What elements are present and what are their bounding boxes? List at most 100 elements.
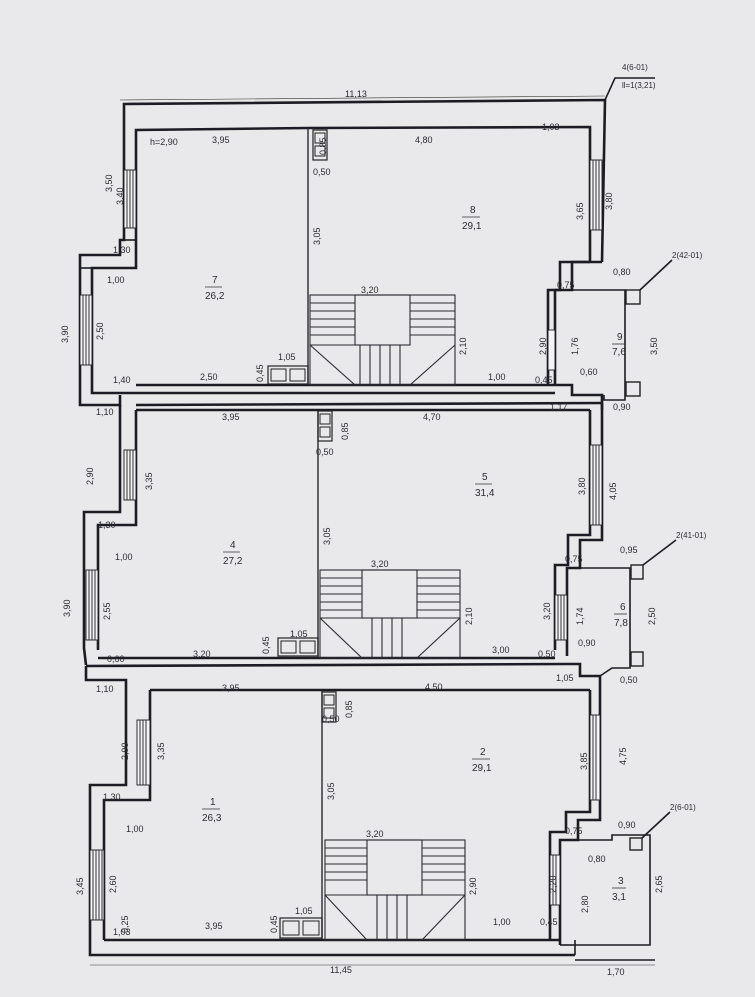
dimension-label: 0,50 bbox=[322, 714, 340, 724]
dimension-label: 3,95 bbox=[205, 921, 223, 931]
dimension-label: 1,00 bbox=[493, 917, 511, 927]
dimension-label: 3,95 bbox=[212, 135, 230, 145]
dimension-label: 1,30 bbox=[98, 520, 116, 530]
staircases bbox=[309, 294, 466, 941]
dimension-label: 3,20 bbox=[542, 602, 552, 620]
dimension-label: 3,90 bbox=[62, 599, 72, 617]
dimension-label: 0,85 bbox=[344, 700, 354, 718]
dimension-label: 0,90 bbox=[618, 820, 636, 830]
dimension-label: 0,85 bbox=[340, 422, 350, 440]
room-6-area: 7,8 bbox=[614, 618, 628, 629]
dimension-label: 1,17 bbox=[550, 402, 568, 412]
dimension-label: 1,05 bbox=[290, 629, 308, 639]
dimension-label: 0,75 bbox=[565, 554, 583, 564]
dimension-label: 1,03 bbox=[542, 122, 560, 132]
dimension-label: 0,60 bbox=[107, 654, 125, 664]
top-note: 4(6-01) ll=1(3,21) 2(42-01) 2(41-01) 2(6… bbox=[604, 63, 707, 812]
dimension-label: 3,90 bbox=[60, 325, 70, 343]
dimension-label: 0,45 bbox=[269, 915, 279, 933]
dimension-label: 2,90 bbox=[120, 742, 130, 760]
dimension-labels-vertical: 3,50 3,40 3,90 2,50 0,85 3,05 2,10 3,65 … bbox=[60, 137, 664, 933]
dimension-label: 0,50 bbox=[538, 649, 556, 659]
room-2-area: 29,1 bbox=[472, 763, 492, 774]
dimension-label: 3,65 bbox=[575, 202, 585, 220]
dimension-label: 0,50 bbox=[313, 167, 331, 177]
room-9-number: 9 bbox=[617, 332, 623, 343]
room-1-area: 26,3 bbox=[202, 813, 222, 824]
room-labels: 7 26,2 8 29,1 9 7,6 4 27,2 5 31,4 6 7,8 … bbox=[202, 205, 628, 903]
room-7-area: 26,2 bbox=[205, 291, 225, 302]
dimension-label: 0,50 bbox=[316, 447, 334, 457]
room-2-number: 2 bbox=[480, 747, 486, 758]
partitions bbox=[307, 128, 323, 940]
dimension-label: 4,50 bbox=[425, 682, 443, 692]
room-8-area: 29,1 bbox=[462, 221, 482, 232]
dimension-label: 0,25 bbox=[120, 915, 130, 933]
dimension-label: 0,50 bbox=[620, 675, 638, 685]
dimension-label: 4,05 bbox=[608, 482, 618, 500]
dimension-lines bbox=[90, 95, 655, 966]
dimension-label: 0,90 bbox=[578, 638, 596, 648]
dimension-label: 3,50 bbox=[104, 174, 114, 192]
dimension-label: 2,65 bbox=[654, 875, 664, 893]
dimension-label: 0,60 bbox=[580, 367, 598, 377]
dimension-label: 4,70 bbox=[423, 412, 441, 422]
dimension-label: 2,55 bbox=[102, 602, 112, 620]
dimension-label: 3,00 bbox=[492, 645, 510, 655]
dimension-label: 1,00 bbox=[126, 824, 144, 834]
dimension-label: 1,00 bbox=[488, 372, 506, 382]
dimension-label: 1,30 bbox=[103, 792, 121, 802]
dimension-label: 0,45 bbox=[261, 636, 271, 654]
dimension-label: 2,80 bbox=[580, 895, 590, 913]
dimension-label: 1,03 bbox=[113, 927, 131, 937]
dimension-label: 3,35 bbox=[156, 742, 166, 760]
middle-unit-walls bbox=[82, 401, 604, 690]
dimension-label: 3,05 bbox=[322, 527, 332, 545]
dimension-label: 0,75 bbox=[557, 280, 575, 290]
note-top-right-2: ll=1(3,21) bbox=[622, 81, 656, 90]
note-balcony-bottom: 2(6-01) bbox=[670, 803, 696, 812]
room-6-number: 6 bbox=[620, 602, 626, 613]
dimension-label: 4,75 bbox=[618, 747, 628, 765]
dimension-label: 2,50 bbox=[200, 372, 218, 382]
dimension-label: 3,05 bbox=[326, 782, 336, 800]
dimension-label: 1,76 bbox=[570, 337, 580, 355]
dimension-label: 0,90 bbox=[613, 402, 631, 412]
room-8-number: 8 bbox=[470, 205, 476, 216]
room-1-number: 1 bbox=[210, 797, 216, 808]
dimension-label: 3,20 bbox=[361, 285, 379, 295]
ceiling-height: h=2,90 bbox=[150, 137, 178, 147]
dimension-label: 0,80 bbox=[588, 854, 606, 864]
dimension-label: 1,10 bbox=[96, 407, 114, 417]
dimension-label: 1,05 bbox=[556, 673, 574, 683]
dimension-label: 2,50 bbox=[95, 322, 105, 340]
dimension-labels: 3,95 4,80 1,03 0,50 3,20 1,30 1,00 1,40 … bbox=[96, 122, 638, 977]
dimension-label: 2,60 bbox=[108, 875, 118, 893]
room-7-number: 7 bbox=[212, 275, 218, 286]
dimension-label: 0,45 bbox=[255, 364, 265, 382]
dimension-label: 2,50 bbox=[647, 607, 657, 625]
dimension-label: 2,90 bbox=[85, 467, 95, 485]
dimension-label: 3,50 bbox=[649, 337, 659, 355]
room-3-number: 3 bbox=[618, 876, 624, 887]
overall-width-bottom: 11,45 bbox=[330, 965, 352, 975]
note-balcony-mid: 2(41-01) bbox=[676, 531, 707, 540]
vent-shafts bbox=[267, 129, 337, 939]
dimension-label: 1,00 bbox=[115, 552, 133, 562]
dimension-label: 0,80 bbox=[613, 267, 631, 277]
dimension-label: 3,20 bbox=[366, 829, 384, 839]
dimension-label: 0,45 bbox=[535, 375, 553, 385]
room-4-area: 27,2 bbox=[223, 556, 243, 567]
balconies bbox=[572, 259, 677, 961]
overall-width-top: 11,13 bbox=[345, 89, 367, 99]
dimension-label: 1,05 bbox=[278, 352, 296, 362]
room-9-area: 7,6 bbox=[612, 347, 626, 358]
dimension-label: 3,40 bbox=[115, 187, 125, 205]
note-top-right-1: 4(6-01) bbox=[622, 63, 648, 72]
dimension-label: 1,30 bbox=[113, 245, 131, 255]
dimension-label: 3,20 bbox=[371, 559, 389, 569]
dimension-label: 3,95 bbox=[222, 412, 240, 422]
room-5-number: 5 bbox=[482, 472, 488, 483]
lower-unit-walls bbox=[84, 666, 602, 957]
